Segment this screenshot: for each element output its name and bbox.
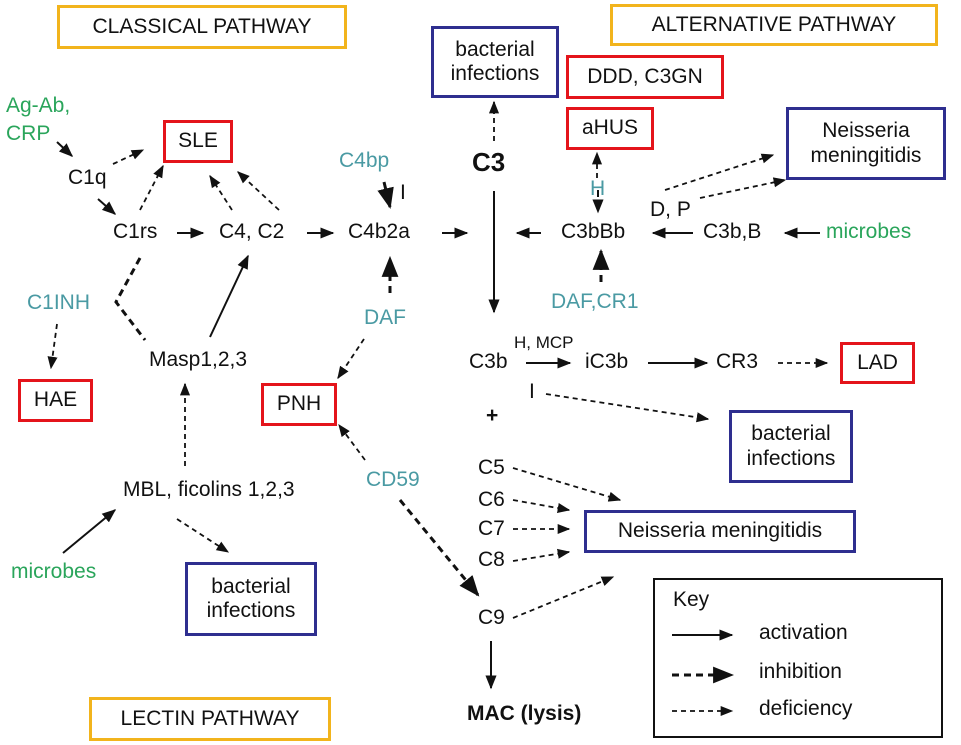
bact-mid-line2: infections — [746, 446, 836, 470]
ddd-label: DDD, C3GN — [587, 64, 703, 88]
legend-activation: activation — [759, 621, 848, 644]
edge-crp-c1q — [56, 141, 74, 157]
edge-c5-neisseria — [512, 467, 622, 502]
c9-node: C9 — [478, 606, 505, 629]
edge-microbes-mbl — [62, 509, 117, 554]
neisseria-mac-box: Neisseria meningitidis — [584, 510, 856, 553]
edge-c4-sle — [209, 174, 233, 211]
c7-node: C7 — [478, 517, 505, 540]
ahus-label: aHUS — [581, 116, 639, 140]
hae-label: HAE — [33, 388, 78, 412]
c4b2a-node: C4b2a — [348, 220, 410, 243]
legend-inhibition: inhibition — [759, 660, 842, 683]
ahus-disease-box: aHUS — [566, 107, 654, 150]
h-mcp-label: H, MCP — [514, 333, 574, 352]
classical-pathway-text: CLASSICAL PATHWAY — [92, 14, 312, 38]
sle-label: SLE — [178, 129, 218, 153]
edge-mbl-bact — [176, 518, 230, 553]
factor-i-label-lower: I — [529, 380, 535, 403]
masp-node: Masp1,2,3 — [149, 348, 248, 371]
c3-node: C3 — [472, 147, 506, 177]
bact-lectin-line1: bacterial — [211, 574, 291, 598]
classical-pathway-label: CLASSICAL PATHWAY — [57, 5, 347, 49]
edge-c4bp-c4b2a — [377, 181, 394, 210]
neisseria-mac-label: Neisseria meningitidis — [617, 519, 823, 543]
edge-c1inh-c1rs-masp — [114, 257, 147, 341]
edge-dp-neisseria-2 — [699, 177, 787, 199]
edge-c1q-sle — [112, 149, 145, 165]
c3b-b-node: C3b,B — [703, 220, 762, 243]
edge-c1inh-hae — [47, 323, 58, 370]
edge-c6-neisseria — [512, 499, 571, 513]
ddd-c3gn-disease-box: DDD, C3GN — [566, 55, 724, 99]
legend-key — [653, 578, 943, 738]
edge-cd59-pnh — [338, 423, 366, 461]
edge-c1q-c1rs — [97, 198, 117, 215]
bact-lectin-line2: infections — [206, 599, 296, 622]
microbes-lectin-trigger: microbes — [11, 560, 97, 583]
legend-title: Key — [673, 588, 710, 611]
sle-disease-box: SLE — [163, 120, 233, 163]
cr3-node: CR3 — [716, 350, 759, 373]
legend-deficiency: deficiency — [759, 697, 853, 720]
bact-c3-line1: bacterial — [455, 37, 535, 61]
c5-node: C5 — [478, 456, 505, 479]
edge-c8-neisseria — [512, 548, 571, 562]
bact-mid-line1: bacterial — [751, 422, 831, 446]
edge-dp-neisseria-1 — [664, 153, 775, 191]
mac-lysis-node: MAC (lysis) — [467, 702, 582, 725]
c8-node: C8 — [478, 548, 505, 571]
edge-cd59-c9 — [398, 499, 480, 597]
c4bp-regulator: C4bp — [339, 149, 390, 172]
factor-dp-label: D, P — [650, 198, 691, 221]
lad-disease-box: LAD — [840, 342, 915, 384]
c1q-node: C1q — [68, 166, 107, 189]
c4c2-node: C4, C2 — [219, 220, 285, 243]
neisseria-alt-line1: Neisseria — [822, 119, 910, 143]
edge-daf-pnh — [337, 338, 365, 380]
c3bbb-node: C3bBb — [561, 220, 626, 243]
pnh-disease-box: PNH — [261, 383, 337, 426]
edge-c2-sle — [237, 171, 280, 211]
edge-c1rs-sle — [139, 164, 164, 211]
edge-masp-c4c2 — [209, 254, 249, 338]
c3b-node: C3b — [469, 350, 508, 373]
c6-node: C6 — [478, 488, 505, 511]
edge-i-bact — [545, 393, 710, 423]
neisseria-alt-line2: meningitidis — [810, 143, 922, 167]
cd59-regulator: CD59 — [366, 468, 420, 491]
microbes-alt-trigger: microbes — [826, 220, 912, 243]
ic3b-node: iC3b — [585, 350, 629, 373]
alternative-pathway-label: ALTERNATIVE PATHWAY — [610, 4, 938, 46]
lectin-pathway-text: LECTIN PATHWAY — [120, 706, 300, 730]
c1rs-node: C1rs — [113, 220, 158, 243]
lectin-pathway-label: LECTIN PATHWAY — [89, 697, 331, 741]
bact-c3-line2: infections — [450, 62, 540, 85]
factor-h-regulator: H — [590, 177, 606, 200]
plus-sign: + — [486, 404, 499, 427]
factor-i-label-upper: I — [400, 181, 406, 204]
crp-trigger: CRP — [6, 122, 51, 145]
edge-c9-neisseria — [512, 576, 615, 619]
lad-label: LAD — [857, 350, 898, 374]
mbl-ficolins-node: MBL, ficolins 1,2,3 — [123, 478, 295, 501]
daf-cr1-regulator: DAF,CR1 — [551, 290, 639, 313]
ag-ab-trigger: Ag-Ab, — [6, 94, 71, 117]
c1inh-regulator: C1INH — [27, 291, 91, 314]
daf-regulator: DAF — [364, 306, 406, 329]
pnh-label: PNH — [276, 392, 322, 416]
hae-disease-box: HAE — [18, 379, 93, 422]
alternative-pathway-text: ALTERNATIVE PATHWAY — [651, 12, 897, 36]
